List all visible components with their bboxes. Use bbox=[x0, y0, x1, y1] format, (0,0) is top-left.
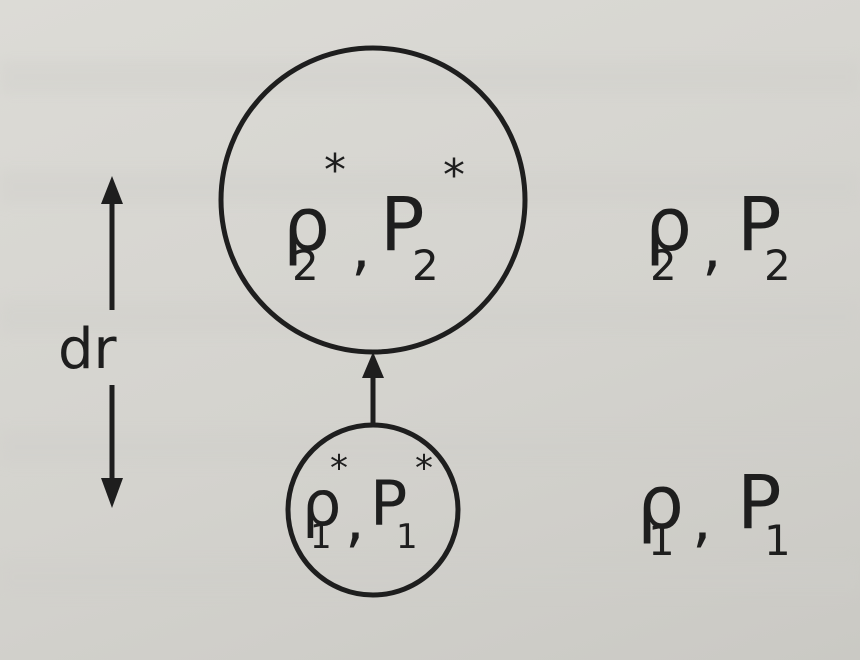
bleed-through-line bbox=[0, 560, 860, 594]
subscript-one: 1 bbox=[396, 517, 418, 557]
star-superscript: * bbox=[415, 448, 433, 489]
pressure-symbol: P bbox=[380, 182, 425, 268]
subscript-two: 2 bbox=[292, 241, 319, 290]
pressure-symbol: P bbox=[737, 182, 782, 268]
star-superscript: * bbox=[330, 448, 348, 489]
subscript-two: 2 bbox=[650, 241, 677, 290]
subscript-two: 2 bbox=[412, 241, 439, 290]
comma-separator: , bbox=[692, 482, 712, 555]
rho-symbol: ρ bbox=[302, 467, 341, 540]
subscript-one: 1 bbox=[310, 517, 332, 557]
dr-arrow-up-head bbox=[101, 176, 123, 204]
bleed-through-line bbox=[0, 170, 860, 204]
pressure-symbol: P bbox=[370, 467, 407, 540]
bleed-through-line bbox=[0, 60, 860, 94]
star-superscript: * bbox=[443, 150, 465, 201]
subscript-one: 1 bbox=[648, 516, 675, 565]
comma-separator: , bbox=[351, 210, 371, 283]
subscript-one: 1 bbox=[764, 516, 791, 565]
dr-label: dr bbox=[58, 317, 118, 382]
subscript-two: 2 bbox=[764, 241, 791, 290]
pressure-symbol: P bbox=[737, 460, 782, 546]
star-superscript: * bbox=[324, 145, 346, 196]
comma-separator: , bbox=[345, 482, 365, 555]
bleed-through-line bbox=[0, 300, 860, 334]
dr-arrow-down-head bbox=[101, 478, 123, 508]
upper-parcel-circle bbox=[218, 45, 528, 355]
rho-symbol: ρ bbox=[637, 460, 684, 546]
comma-separator: , bbox=[702, 210, 722, 283]
rho-symbol: ρ bbox=[645, 182, 692, 268]
rise-arrow-head bbox=[362, 352, 384, 378]
rho-symbol: ρ bbox=[283, 182, 330, 268]
